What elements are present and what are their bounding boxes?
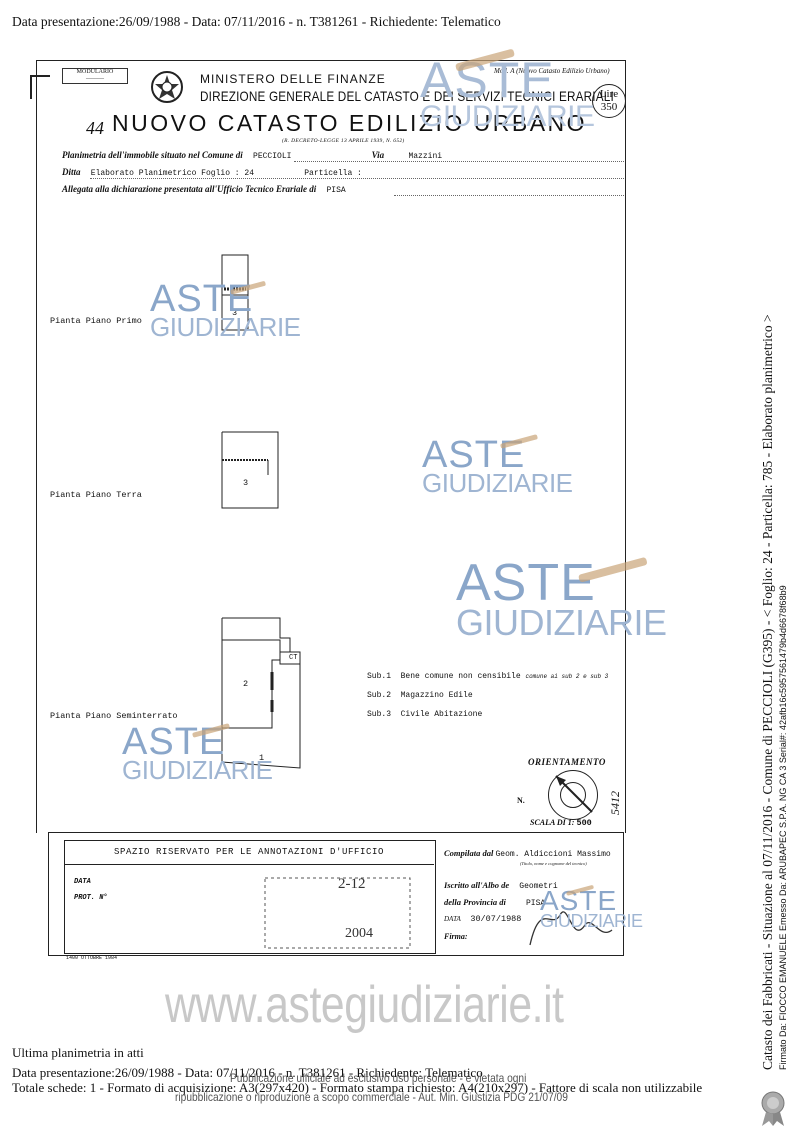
form-title: NUOVO CATASTO EDILIZIO URBANO <box>112 110 588 136</box>
frame-corner <box>30 75 50 99</box>
publication-notice: Pubblicazione ufficiale ad esclusivo uso… <box>230 1071 527 1085</box>
stamp-top: 2-12 <box>338 876 366 892</box>
footer-last-plan: Ultima planimetria in atti <box>12 1045 144 1060</box>
document-header: Data presentazione:26/09/1988 - Data: 07… <box>12 14 501 29</box>
floor-label-terra: Pianta Piano Terra <box>50 490 142 500</box>
office-title: SPAZIO RISERVATO PER LE ANNOTAZIONI D'UF… <box>64 840 434 865</box>
provincia-row: della Provincia di PISA <box>444 897 546 908</box>
floor-label-seminterrato: Pianta Piano Seminterrato <box>50 711 178 721</box>
firma-label: Firma: <box>444 932 468 941</box>
republic-emblem-icon <box>151 71 183 103</box>
scale-label: SCALA DI 1: 500 <box>530 818 592 828</box>
site-watermark: www.astegiudiziarie.it <box>165 976 564 1034</box>
legend-item: Sub.1 Bene comune non censibile comune a… <box>367 672 609 681</box>
catasto-side-text: Catasto dei Fabbricati - Situazione al 0… <box>760 314 775 1070</box>
orientation-label: ORIENTAMENTO <box>528 757 606 767</box>
model-label: Mod. A (Nuovo Catasto Edilizio Urbano) <box>494 67 610 75</box>
legend-item: Sub.2 Magazzino Edile <box>367 691 473 700</box>
compiled-by-row: Compilata dal Geom. Aldiccioni Massimo <box>444 848 611 859</box>
footer-schede: Totale schede: 1 - Formato di acquisizio… <box>12 1080 703 1095</box>
location-row: Planimetria dell'immobile situato nel Co… <box>62 150 443 161</box>
footer-presentation: Data presentazione:26/09/1988 - Data: 07… <box>12 1065 483 1080</box>
unit-number: 3 <box>243 478 249 488</box>
office-box <box>64 840 436 954</box>
bottom-section-frame <box>48 832 624 956</box>
unit-number: 2 <box>243 679 249 689</box>
ct-label: CT <box>289 654 298 662</box>
sheet-frame <box>36 60 626 833</box>
compass-inner-ring <box>560 782 586 808</box>
office-row: Allegata alla dichiarazione presentata a… <box>62 184 346 195</box>
date-row: DATA 30/07/1988 <box>444 914 522 924</box>
legend-item: Sub.3 Civile Abitazione <box>367 710 483 719</box>
office-footer-code: 1400 OTTOBRE 1984 <box>66 955 118 961</box>
floor-label-primo: Pianta Piano Primo <box>50 316 142 326</box>
modulario-box: MODULARIO——— <box>62 68 128 84</box>
seal-icon <box>761 1091 785 1126</box>
albo-row: Iscritto all'Albo de Geometri <box>444 880 558 891</box>
handwritten-number: 44 <box>86 118 104 138</box>
office-prot-label: PROT. N° <box>74 894 108 902</box>
compass-icon <box>548 770 598 820</box>
stamp-bottom: 2004 <box>345 926 373 941</box>
direction-name: DIREZIONE GENERALE DEL CATASTO E DEI SER… <box>200 88 614 104</box>
publication-notice: ripubblicazione o riproduzione a scopo c… <box>175 1090 568 1104</box>
office-data-label: DATA <box>74 878 91 886</box>
decree-reference: (R. DECRETO-LEGGE 13 APRILE 1939, N. 652… <box>282 138 405 144</box>
unit-number: 1 <box>259 753 265 763</box>
ditta-row: Ditta Elaborato Planimetrico Foglio : 24… <box>62 167 362 178</box>
ministry-name: MINISTERO DELLE FINANZE <box>200 72 386 86</box>
compiled-sub: (Titolo, nome e cognome del tecnico) <box>520 861 587 866</box>
north-label: N. <box>517 796 525 805</box>
signature-side-text: Firmato Da: FIOCCO EMANUELE Emesso Da: A… <box>778 585 788 1070</box>
unit-number: 3 <box>232 308 238 318</box>
